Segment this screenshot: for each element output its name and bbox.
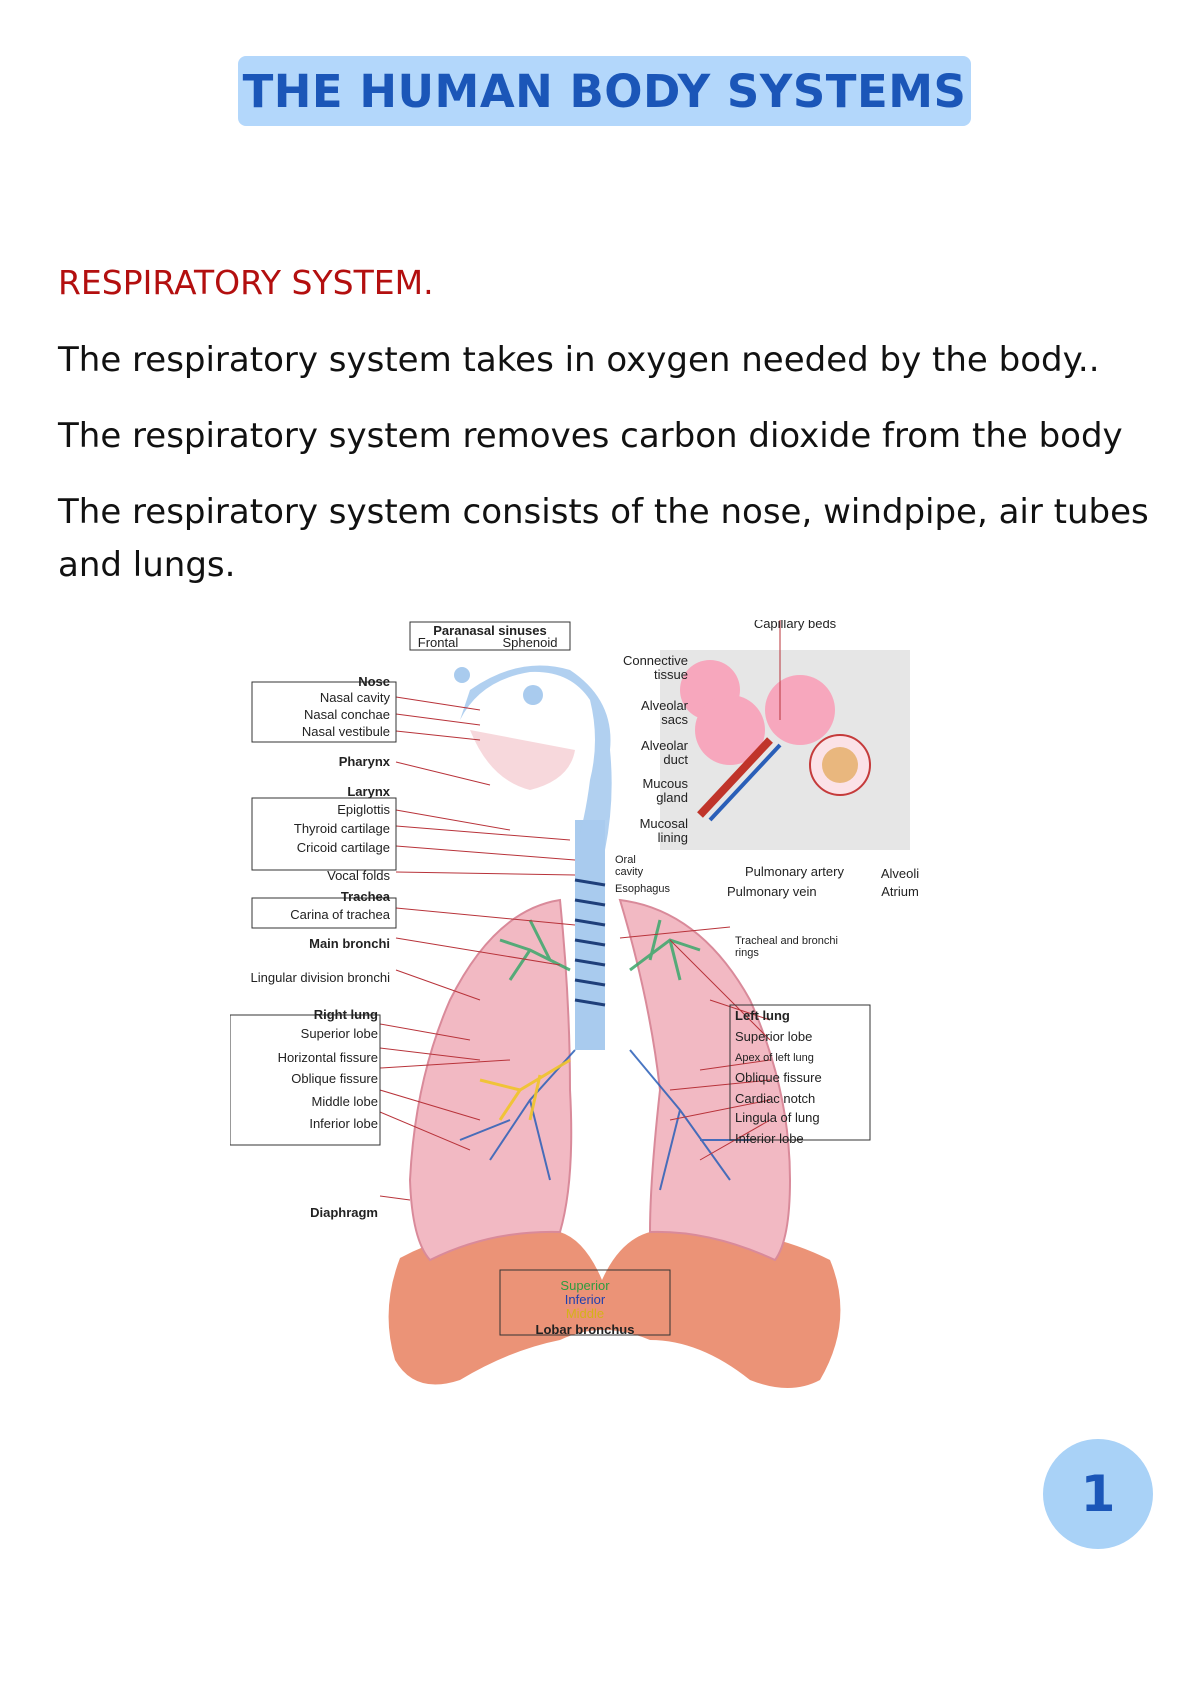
label-mucosal-2: lining xyxy=(658,830,688,845)
nose-box xyxy=(251,681,397,743)
label-right-lung: Right lung xyxy=(314,1007,378,1022)
label-apex: Apex of left lung xyxy=(735,1052,814,1064)
label-carina: Carina of trachea xyxy=(290,907,390,922)
label-horizontal-fissure: Horizontal fissure xyxy=(278,1050,378,1065)
right-lung-box xyxy=(229,1014,381,1146)
label-alveolar-duct-1: Alveolar xyxy=(641,738,689,753)
label-lingular: Lingular division bronchi xyxy=(251,970,391,985)
label-r-superior: Superior lobe xyxy=(301,1026,378,1041)
left-lung-box xyxy=(729,1004,871,1141)
label-alveolar-sacs-1: Alveolar xyxy=(641,698,689,713)
label-alveolar-sacs-2: sacs xyxy=(661,712,688,727)
title-banner: THE HUMAN BODY SYSTEMS xyxy=(238,56,971,126)
page-number: 1 xyxy=(1080,1465,1116,1523)
page-number-badge: 1 xyxy=(1043,1439,1153,1549)
label-esophagus: Esophagus xyxy=(615,883,671,895)
label-cricoid: Cricoid cartilage xyxy=(297,840,390,855)
label-lobar-middle: Middle xyxy=(566,1306,604,1321)
label-paranasal: Paranasal sinuses xyxy=(433,623,546,638)
alveolar-sac-3 xyxy=(765,675,835,745)
label-l-inferior: Inferior lobe xyxy=(735,1131,804,1146)
middle-bronchi xyxy=(479,1058,571,1121)
sphenoid-sinus-shape xyxy=(523,685,543,705)
paranasal-box xyxy=(409,621,571,651)
paragraph-oxygen: The respiratory system takes in oxygen n… xyxy=(58,340,1100,380)
frontal-sinus-shape xyxy=(454,667,470,683)
oral-cavity-shape xyxy=(470,730,575,790)
label-nasal-cavity: Nasal cavity xyxy=(320,690,391,705)
label-tracheal-rings-1: Tracheal and bronchi xyxy=(735,935,838,947)
right-lung-shape xyxy=(408,898,573,1262)
label-lobar-bronchus: Lobar bronchus xyxy=(536,1322,635,1337)
label-l-oblique: Oblique fissure xyxy=(735,1070,822,1085)
label-alveoli: Alveoli xyxy=(881,866,919,881)
label-middle-lobe: Middle lobe xyxy=(312,1094,379,1109)
label-mucosal-1: Mucosal xyxy=(640,816,689,831)
label-pulmonary-artery: Pulmonary artery xyxy=(745,864,844,879)
label-nose: Nose xyxy=(358,674,390,689)
label-frontal: Frontal xyxy=(418,635,459,650)
label-r-oblique: Oblique fissure xyxy=(291,1071,378,1086)
nasal-airway-shape xyxy=(460,665,612,850)
label-l-superior: Superior lobe xyxy=(735,1029,812,1044)
pulmonary-vein-shape xyxy=(708,743,782,822)
section-heading: RESPIRATORY SYSTEM. xyxy=(58,263,434,302)
label-nasal-vestibule: Nasal vestibule xyxy=(302,724,390,739)
label-nasal-conchae: Nasal conchae xyxy=(304,707,390,722)
label-connective-2: tissue xyxy=(654,667,688,682)
label-connective-1: Connective xyxy=(623,653,688,668)
paragraph-components: The respiratory system consists of the n… xyxy=(58,492,1149,585)
label-sphenoid: Sphenoid xyxy=(503,635,558,650)
label-lingula: Lingula of lung xyxy=(735,1110,820,1125)
label-lobar-superior: Superior xyxy=(560,1278,610,1293)
label-trachea: Trachea xyxy=(341,889,391,904)
label-capillary-beds: Capillary beds xyxy=(754,620,837,631)
label-mucous-gland-1: Mucous xyxy=(642,776,688,791)
label-larynx: Larynx xyxy=(347,784,390,799)
paragraph-carbon-dioxide: The respiratory system removes carbon di… xyxy=(58,416,1123,456)
tracheal-rings xyxy=(574,878,606,1007)
label-oral-2: cavity xyxy=(615,866,644,878)
label-oral-1: Oral xyxy=(615,854,636,866)
respiratory-system-diagram: Paranasal sinuses Frontal Sphenoid Nose … xyxy=(229,616,980,1410)
label-mucous-gland-2: gland xyxy=(656,790,688,805)
label-lobar-inferior: Inferior xyxy=(565,1292,606,1307)
page-title: THE HUMAN BODY SYSTEMS xyxy=(242,64,967,118)
trachea-shape xyxy=(575,820,605,1050)
label-alveolar-duct-2: duct xyxy=(663,752,688,767)
label-epiglottis: Epiglottis xyxy=(337,802,390,817)
label-cardiac-notch: Cardiac notch xyxy=(735,1091,815,1106)
label-r-inferior: Inferior lobe xyxy=(309,1116,378,1131)
label-left-lung: Left lung xyxy=(735,1008,790,1023)
alveolar-sac-2 xyxy=(695,695,765,765)
larynx-box xyxy=(251,797,397,871)
alveoli-core xyxy=(822,747,858,783)
label-main-bronchi: Main bronchi xyxy=(309,936,390,951)
label-pharynx: Pharynx xyxy=(339,754,391,769)
label-tracheal-rings-2: rings xyxy=(735,947,759,959)
lobar-box xyxy=(499,1269,671,1336)
diaphragm-shape xyxy=(388,1229,841,1388)
leader-lines xyxy=(379,620,781,1201)
label-atrium: Atrium xyxy=(881,884,919,899)
label-vocal-folds: Vocal folds xyxy=(327,868,390,883)
label-diaphragm: Diaphragm xyxy=(310,1205,378,1220)
label-thyroid: Thyroid cartilage xyxy=(294,821,390,836)
trachea-box xyxy=(251,897,397,929)
label-pulmonary-vein: Pulmonary vein xyxy=(727,884,817,899)
pulmonary-artery-shape xyxy=(697,737,773,818)
